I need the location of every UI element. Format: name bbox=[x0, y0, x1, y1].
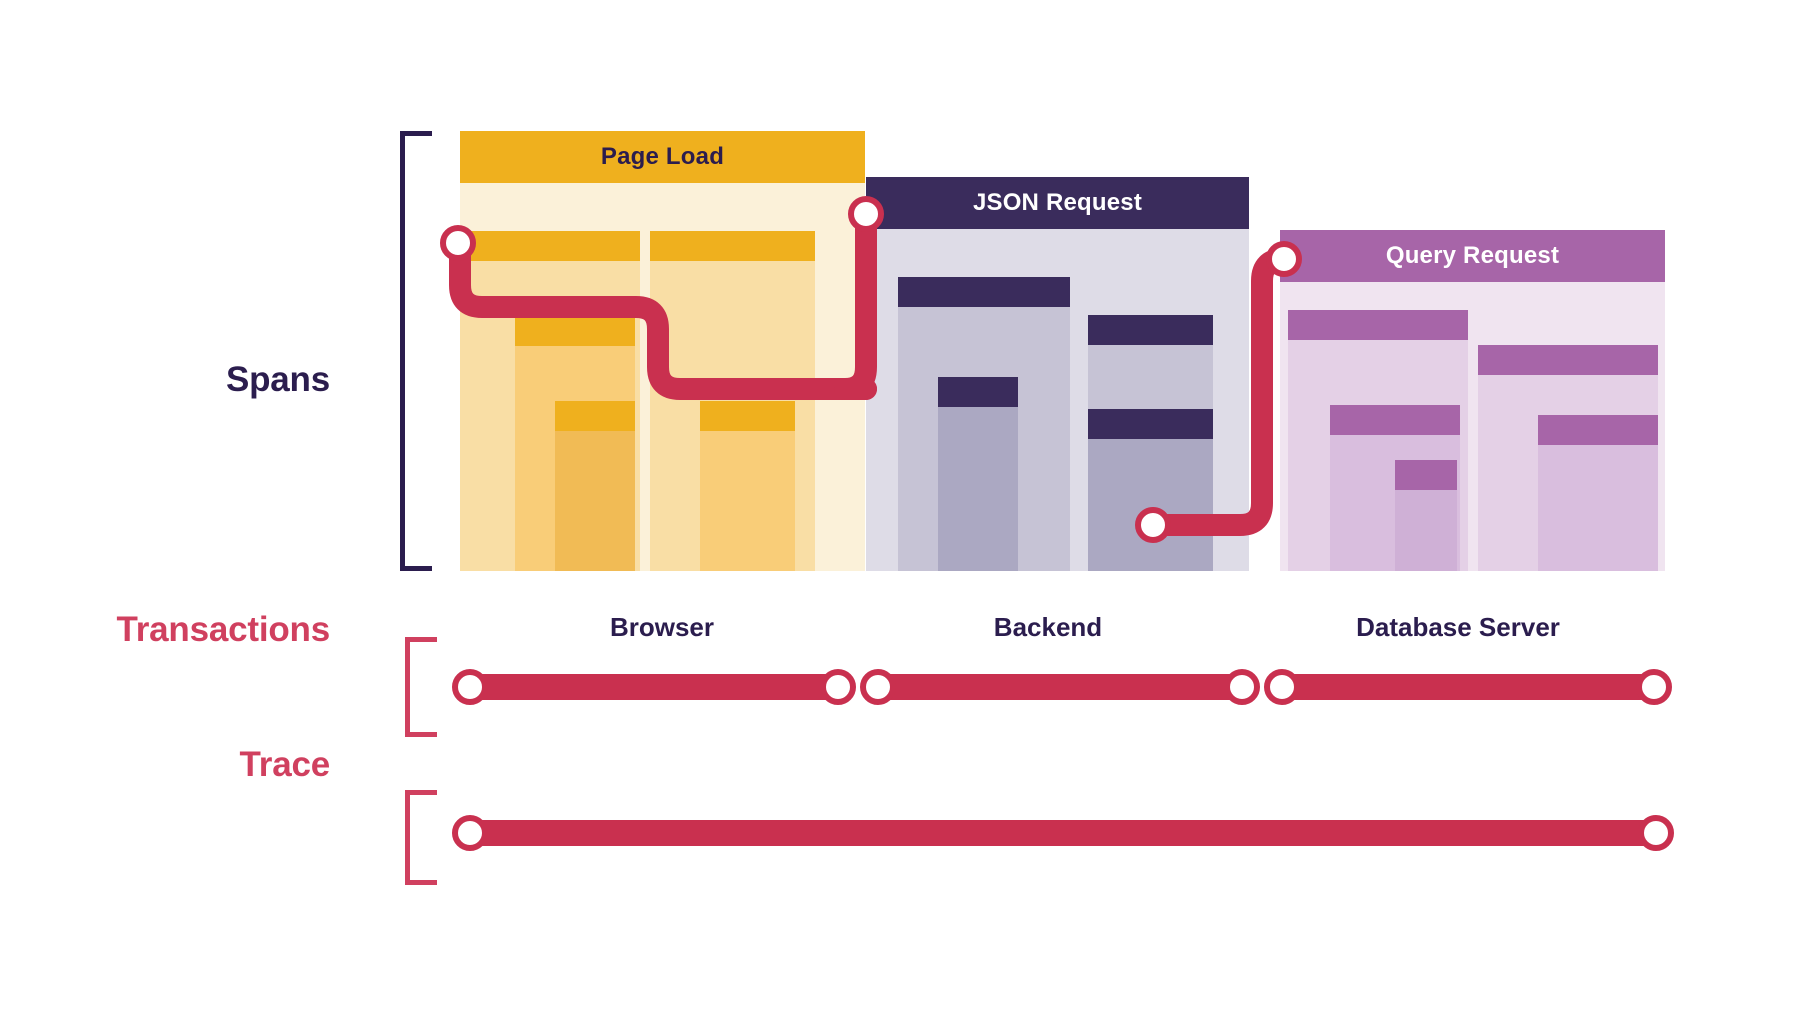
platform-caption-browser: Browser bbox=[609, 612, 715, 642]
span-bar-cap bbox=[1088, 409, 1213, 439]
bracket-top-arm bbox=[400, 131, 432, 136]
connector-node-browser-start[interactable] bbox=[440, 225, 476, 261]
transactions-bracket bbox=[405, 637, 437, 737]
span-panel-backend[interactable]: JSON Request bbox=[866, 177, 1249, 571]
bracket-top-arm bbox=[405, 637, 437, 642]
span-panel-database[interactable]: Query Request bbox=[1280, 230, 1665, 571]
panel-title-bar: Query Request bbox=[1280, 230, 1665, 282]
bracket-bottom-arm bbox=[400, 566, 432, 571]
transaction-bar-database[interactable] bbox=[1272, 674, 1658, 700]
transaction-node-database-start[interactable] bbox=[1264, 669, 1300, 705]
spans-row-label: Spans bbox=[225, 360, 330, 399]
platform-caption-database: Database Server bbox=[1356, 612, 1560, 642]
span-bar-cap bbox=[700, 401, 795, 431]
connector-node-database-start[interactable] bbox=[1266, 241, 1302, 277]
bracket-vertical bbox=[405, 790, 410, 885]
transaction-bar-backend[interactable] bbox=[868, 674, 1246, 700]
span-bar-cap bbox=[1330, 405, 1460, 435]
span-bar-cap bbox=[515, 316, 635, 346]
transaction-node-browser-end[interactable] bbox=[820, 669, 856, 705]
span-bar[interactable] bbox=[700, 401, 795, 571]
span-bar[interactable] bbox=[555, 401, 635, 571]
transaction-node-backend-end[interactable] bbox=[1224, 669, 1260, 705]
bracket-vertical bbox=[405, 637, 410, 737]
bracket-bottom-arm bbox=[405, 880, 437, 885]
panel-title-text: Query Request bbox=[1385, 242, 1560, 269]
connector-node-backend-end[interactable] bbox=[1135, 507, 1171, 543]
trace-bar[interactable] bbox=[460, 820, 1660, 846]
span-bar-cap bbox=[1478, 345, 1658, 375]
transactions-row-label: Transactions bbox=[116, 610, 330, 649]
span-bar-cap bbox=[555, 401, 635, 431]
transaction-node-backend-start[interactable] bbox=[860, 669, 896, 705]
trace-node-end[interactable] bbox=[1638, 815, 1674, 851]
spans-bracket bbox=[400, 131, 434, 571]
span-panel-browser[interactable]: Page Load bbox=[460, 131, 865, 571]
panel-title-bar: JSON Request bbox=[866, 177, 1249, 229]
span-bar-cap bbox=[650, 231, 815, 261]
trace-node-start[interactable] bbox=[452, 815, 488, 851]
span-bar[interactable] bbox=[1395, 460, 1457, 571]
transaction-node-database-end[interactable] bbox=[1636, 669, 1672, 705]
span-bar-cap bbox=[1088, 315, 1213, 345]
span-bar-cap bbox=[938, 377, 1018, 407]
span-bar-cap bbox=[460, 231, 640, 261]
panel-title-text: Page Load bbox=[600, 143, 725, 170]
bracket-vertical bbox=[400, 131, 405, 571]
span-bar-cap bbox=[1395, 460, 1457, 490]
panel-title-bar: Page Load bbox=[460, 131, 865, 183]
bracket-bottom-arm bbox=[405, 732, 437, 737]
span-bar-cap bbox=[1538, 415, 1658, 445]
span-bar[interactable] bbox=[938, 377, 1018, 571]
transaction-bar-browser[interactable] bbox=[460, 674, 843, 700]
connector-node-backend-start[interactable] bbox=[848, 196, 884, 232]
platform-caption-backend: Backend bbox=[993, 612, 1103, 642]
span-bar-cap bbox=[1288, 310, 1468, 340]
span-bar-cap bbox=[898, 277, 1070, 307]
trace-bracket bbox=[405, 790, 437, 885]
trace-row-label: Trace bbox=[239, 745, 331, 784]
span-bar[interactable] bbox=[1538, 415, 1658, 571]
panel-title-text: JSON Request bbox=[972, 189, 1143, 216]
bracket-top-arm bbox=[405, 790, 437, 795]
transaction-node-browser-start[interactable] bbox=[452, 669, 488, 705]
